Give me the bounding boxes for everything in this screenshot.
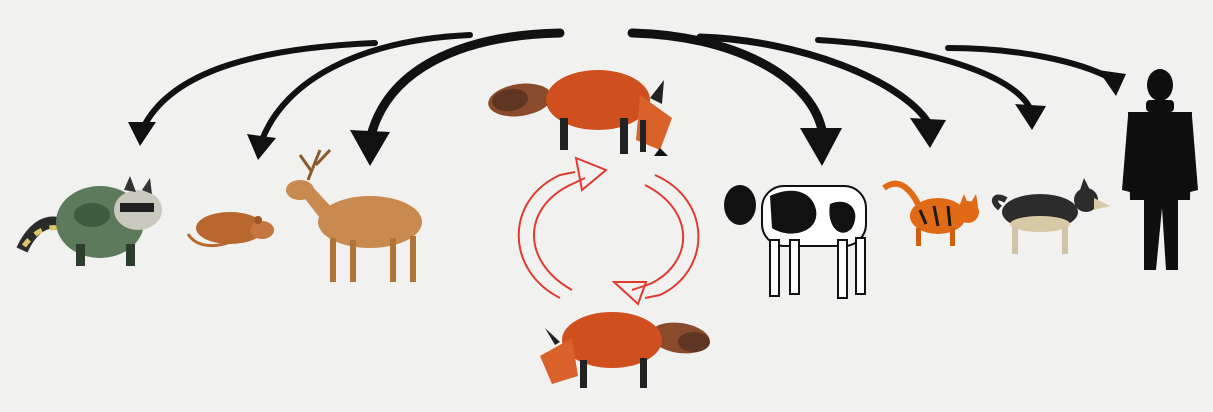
deer	[286, 150, 422, 282]
cycle-arrow-left	[519, 172, 575, 298]
arrowhead-human	[1098, 70, 1126, 96]
raccoon	[22, 176, 162, 266]
cycle-head-left	[576, 158, 606, 190]
cycle-arrow-right	[645, 175, 698, 298]
right-arrows	[632, 33, 1126, 166]
dog	[995, 178, 1110, 254]
arrow-to-human	[948, 48, 1110, 78]
cat	[884, 184, 979, 246]
arrowhead-dog	[1015, 104, 1046, 130]
fox-bottom	[540, 312, 712, 388]
fox-top	[486, 70, 672, 156]
cow	[724, 185, 866, 298]
arrowhead-cow	[800, 128, 842, 166]
rat	[188, 212, 274, 246]
arrowhead-raccoon	[128, 122, 156, 146]
cycle-head-right	[614, 282, 646, 304]
arrowhead-rat	[247, 134, 276, 160]
arrowhead-cat	[910, 118, 946, 148]
human	[1122, 69, 1198, 270]
fox-cycle	[519, 158, 699, 304]
arrowhead-deer	[350, 130, 390, 166]
arrow-to-raccoon	[142, 43, 375, 130]
